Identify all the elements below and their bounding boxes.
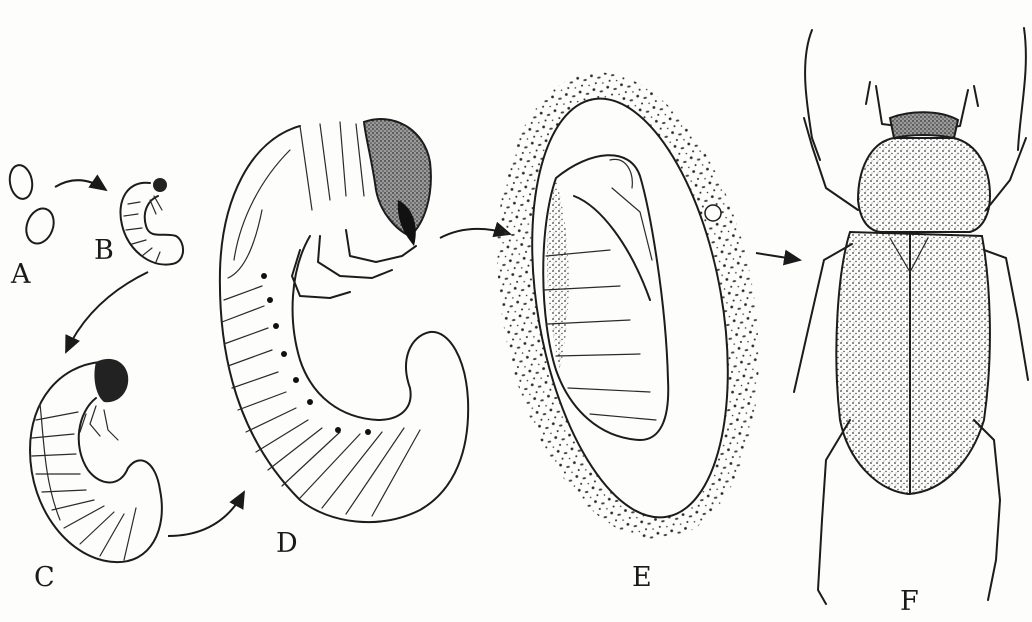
label-a: A [10,259,31,290]
label-b: B [94,235,114,266]
label-d: D [276,528,298,559]
arrow-a-to-b [55,180,106,190]
adult-beetle-drawing [794,28,1028,604]
label-f: F [900,586,919,617]
third-instar-larva-drawing [220,119,468,522]
label-e: E [632,562,652,593]
pupa-in-cell-drawing [463,52,793,561]
arrow-c-to-d [168,492,244,536]
arrow-b-to-c [66,272,148,352]
arrow-e-to-f [756,253,800,260]
label-c: C [34,562,55,593]
second-instar-larva-drawing [30,359,162,562]
eggs-drawing [7,163,58,247]
first-instar-larva-drawing [120,178,183,265]
